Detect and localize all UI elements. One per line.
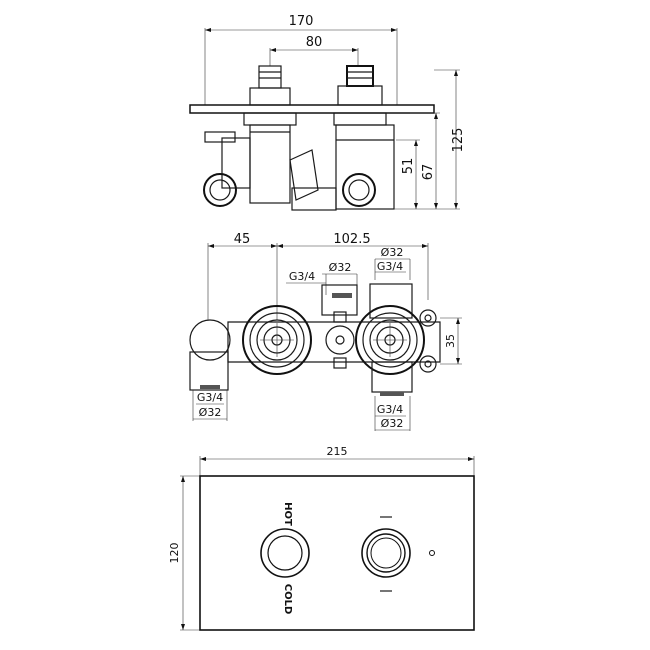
cold-label: COLD — [282, 584, 293, 615]
hot-label: HOT — [282, 502, 293, 526]
dim-102-5-label: 102.5 — [333, 232, 370, 247]
left-valve-body — [249, 124, 291, 204]
dia-top-center-label: Ø32 — [329, 261, 352, 274]
middle-view: 45 102.5 Ø32 G3/4 G3/4 Ø32 — [189, 232, 462, 431]
right-spindle — [346, 65, 374, 87]
right-valve-body — [335, 124, 395, 210]
hot-cartridge — [242, 305, 312, 375]
dim-125-label: 125 — [451, 128, 466, 153]
thread-top-center-label: G3/4 — [289, 270, 315, 283]
thread-top-right-label: G3/4 — [377, 260, 403, 273]
dim-67-label: 67 — [421, 164, 436, 181]
dia-bottom-right-label: Ø32 — [381, 417, 404, 430]
thread-bottom-right-label: G3/4 — [377, 403, 403, 416]
dim-80-label: 80 — [306, 35, 323, 50]
diverter-part — [289, 149, 319, 201]
mount-lug-bottom — [419, 355, 437, 373]
dim-35-label: 35 — [444, 334, 457, 348]
flow-knob — [361, 528, 411, 578]
faceplate-view: 215 120 HOT COLD — [168, 445, 475, 631]
left-inlet-circle — [203, 173, 237, 207]
temperature-knob — [260, 528, 310, 578]
thread-bottom-left-label: G3/4 — [197, 391, 223, 404]
mounting-plate — [189, 104, 435, 114]
diverter-plan — [325, 325, 355, 355]
dim-170-label: 170 — [289, 14, 314, 29]
top-view: 170 80 — [189, 14, 466, 211]
dia-bottom-left-label: Ø32 — [199, 406, 222, 419]
dia-top-right-label: Ø32 — [381, 246, 404, 259]
faceplate — [199, 475, 475, 631]
dim-120-label: 120 — [168, 543, 181, 564]
mount-lug-top — [419, 309, 437, 327]
dim-51-label: 51 — [401, 158, 416, 175]
left-inlet-plan — [189, 319, 231, 361]
cold-cartridge — [355, 305, 425, 375]
dim-215-label: 215 — [327, 445, 348, 458]
left-spindle — [258, 65, 282, 89]
dim-45-label: 45 — [234, 232, 251, 247]
right-inlet-circle — [342, 173, 376, 207]
indicator-dot — [429, 550, 435, 556]
